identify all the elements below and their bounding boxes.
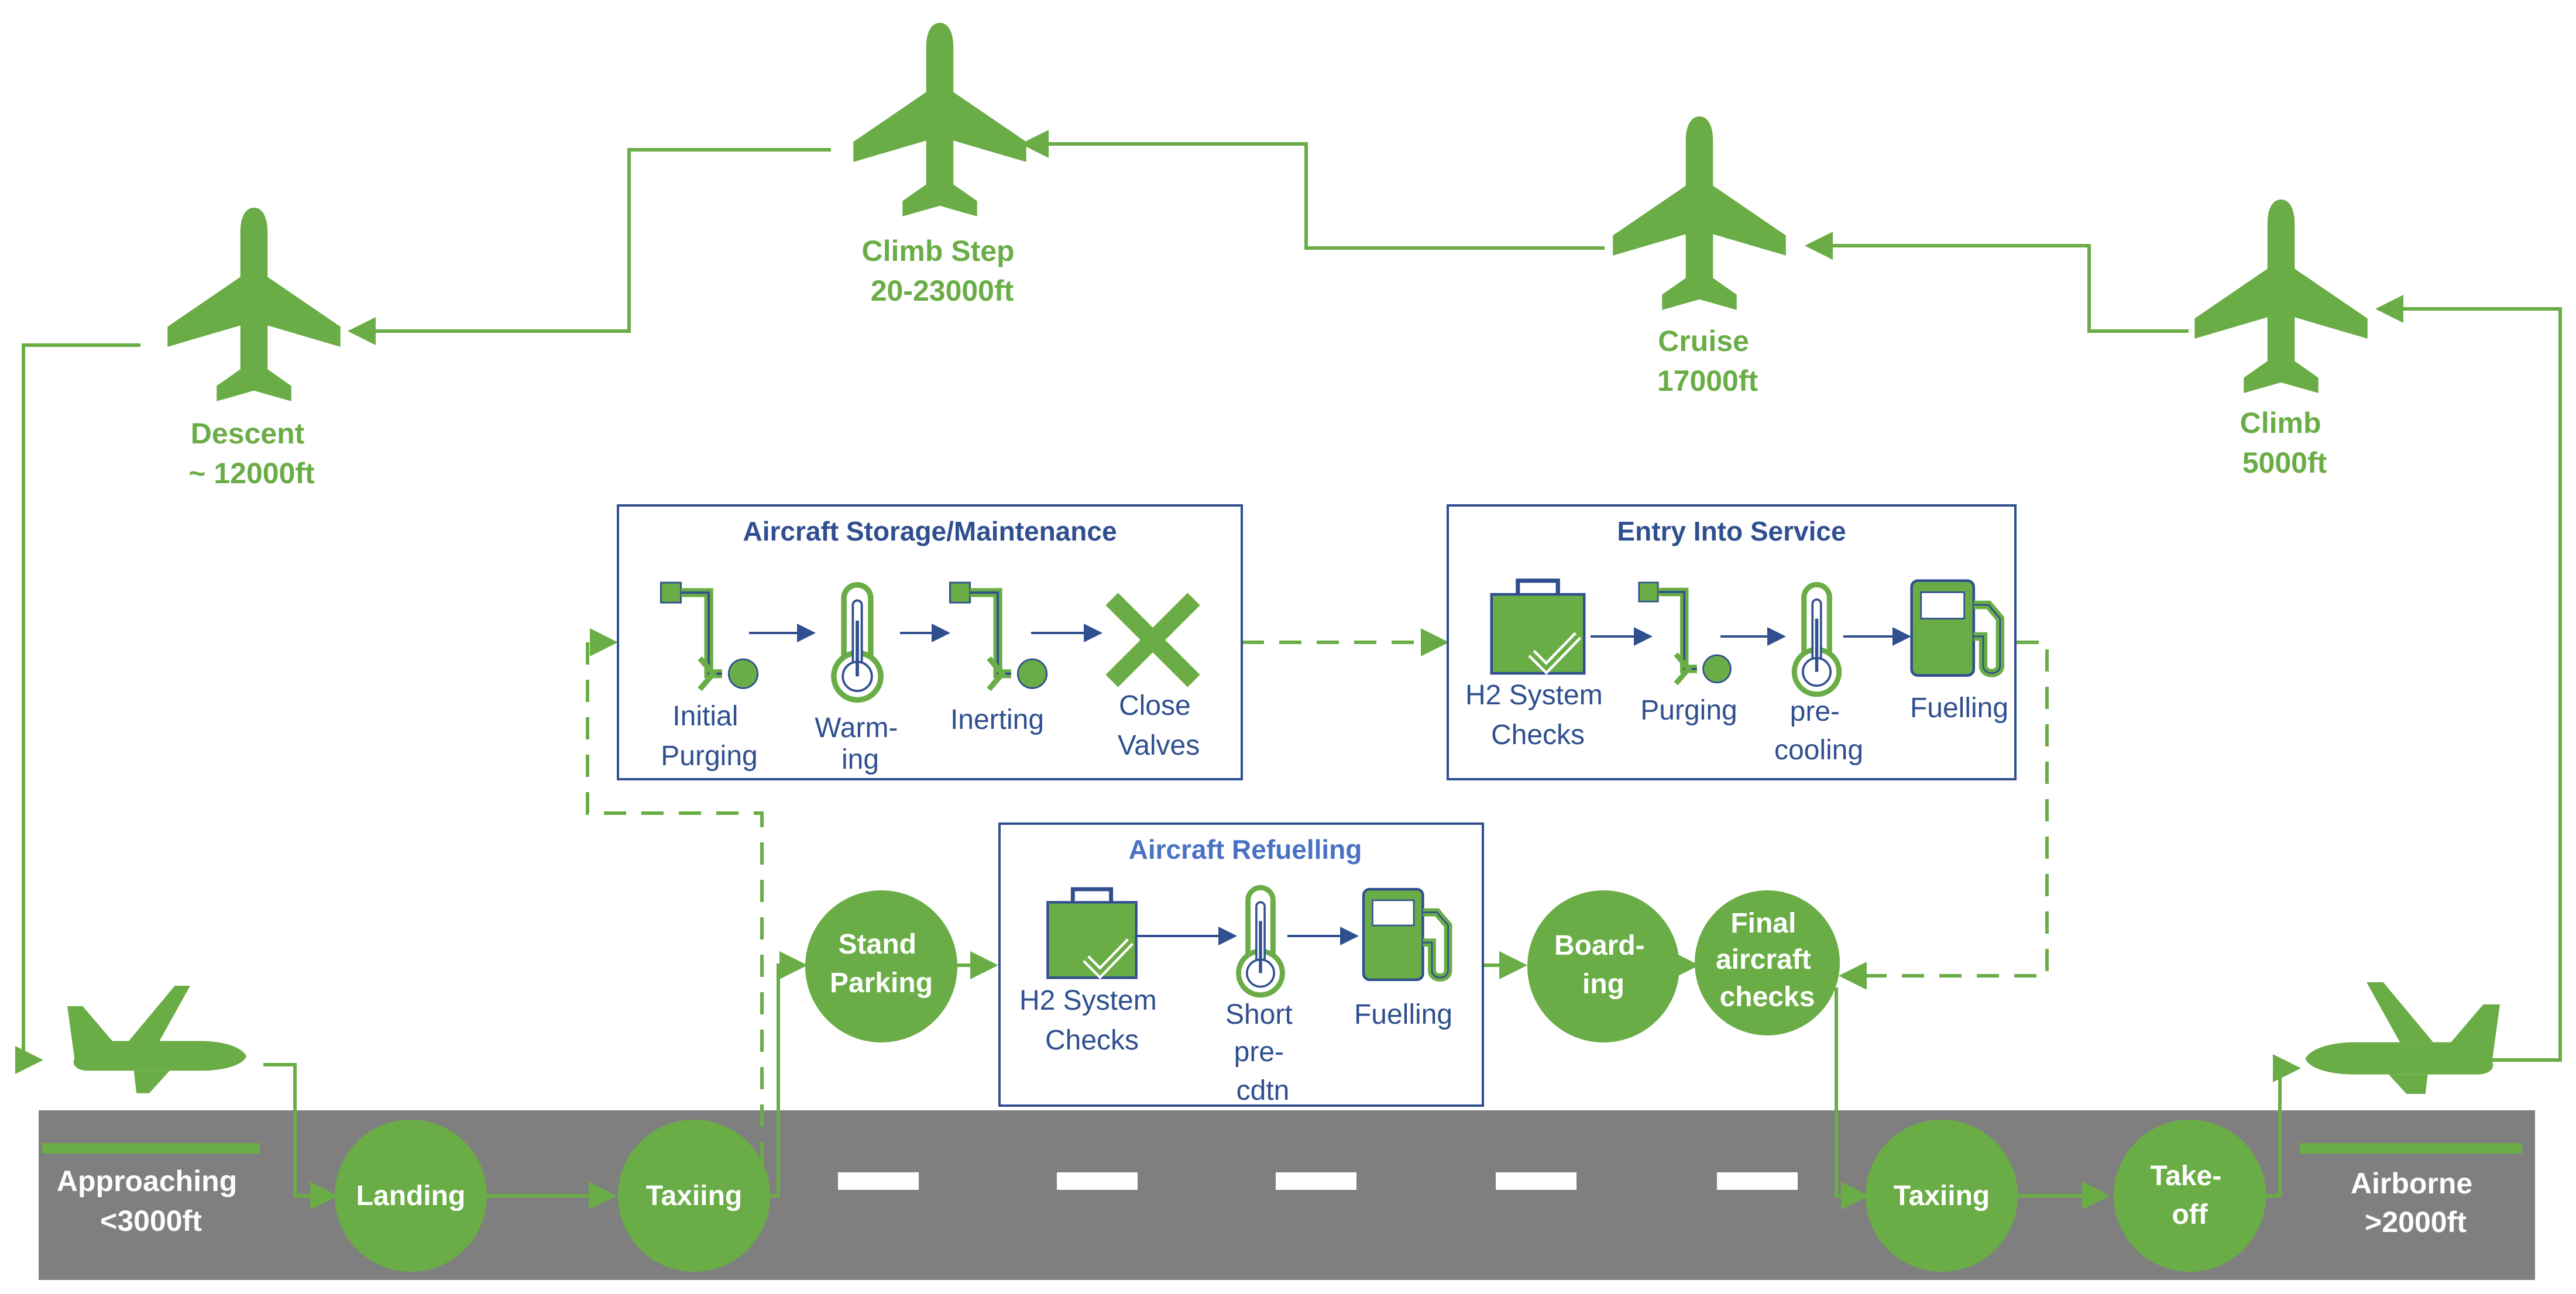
- svg-text:Board- ing: Board- ing: [1554, 930, 1653, 1000]
- short-precdtn-label: Short pre- cdtn: [1225, 999, 1300, 1106]
- refuel-h2-checks-label: H2 System Checks: [1019, 985, 1165, 1056]
- circle-landing: Landing: [335, 1120, 487, 1272]
- refuel-box-title: Aircraft Refuelling: [1129, 834, 1362, 865]
- runway-label-approaching: Approaching <3000ft: [57, 1165, 245, 1237]
- svg-text:Final aircraft che: Final aircraft checks: [1716, 908, 1819, 1013]
- climb-step-airplane-icon: [853, 23, 1026, 216]
- h2-checks-bag-icon: [1492, 581, 1584, 673]
- circle-takeoff: Take- off: [2114, 1120, 2266, 1272]
- initial-purging-label: Initial Purging: [661, 701, 757, 772]
- entry-into-service-box: Entry Into Service H2 System Checks Purg…: [1447, 504, 2017, 780]
- warming-label: Warm- ing: [815, 713, 906, 775]
- aircraft-refuelling-box: Aircraft Refuelling H2 System Checks Sho…: [998, 822, 1484, 1107]
- airborne-airplane-icon: [2305, 982, 2500, 1094]
- descent-airplane-icon: [167, 208, 341, 401]
- svg-text:Landing: Landing: [356, 1181, 466, 1212]
- eis-box-title: Entry Into Service: [1617, 516, 1846, 546]
- climb-step-label: Climb Step 20-23000ft: [861, 235, 1022, 307]
- svg-text:Taxiing: Taxiing: [1894, 1181, 1990, 1212]
- eis-purging-label: Purging: [1640, 695, 1737, 726]
- runway-marker-left: [42, 1143, 260, 1154]
- cruise-label: Cruise 17000ft: [1657, 325, 1758, 397]
- refuel-h2-checks-bag-icon: [1047, 889, 1136, 978]
- refuel-fuelling-label: Fuelling: [1354, 999, 1452, 1030]
- storage-maintenance-box: Aircraft Storage/Maintenance Initial Pur…: [617, 504, 1243, 780]
- eis-fuelling-label: Fuelling: [1910, 693, 2008, 724]
- runway-marker-right: [2300, 1143, 2522, 1154]
- inerting-label: Inerting: [950, 704, 1044, 735]
- circle-boarding: Board- ing: [1527, 890, 1679, 1042]
- climb-airplane-icon: [2194, 199, 2368, 393]
- cruise-airplane-icon: [1613, 116, 1786, 310]
- close-valves-label: Close Valves: [1118, 690, 1200, 761]
- circle-taxiing-right: Taxiing: [1866, 1120, 2018, 1272]
- storage-box-title: Aircraft Storage/Maintenance: [743, 516, 1117, 546]
- runway-label-airborne: Airborne >2000ft: [2351, 1167, 2481, 1238]
- flight-loop-connectors: [15, 130, 2562, 1210]
- svg-text:Take- off: Take- off: [2150, 1161, 2229, 1230]
- eis-precooling-label: pre- cooling: [1774, 696, 1863, 766]
- descent-label: Descent ~ 12000ft: [188, 417, 315, 490]
- runway-centerline-dashes: [838, 1172, 1798, 1190]
- maintenance-dashed-connectors: [586, 628, 2049, 1164]
- approaching-airplane-icon: [67, 986, 247, 1093]
- svg-text:Stand Parking: Stand Parking: [830, 929, 933, 999]
- circle-final-aircraft-checks: Final aircraft checks: [1695, 890, 1840, 1035]
- circle-stand-parking: Stand Parking: [805, 890, 957, 1042]
- climb-label: Climb 5000ft: [2240, 407, 2330, 479]
- circle-taxiing-left: Taxiing: [618, 1120, 770, 1272]
- svg-text:Taxiing: Taxiing: [646, 1181, 742, 1212]
- eis-h2-checks-label: H2 System Checks: [1465, 680, 1610, 751]
